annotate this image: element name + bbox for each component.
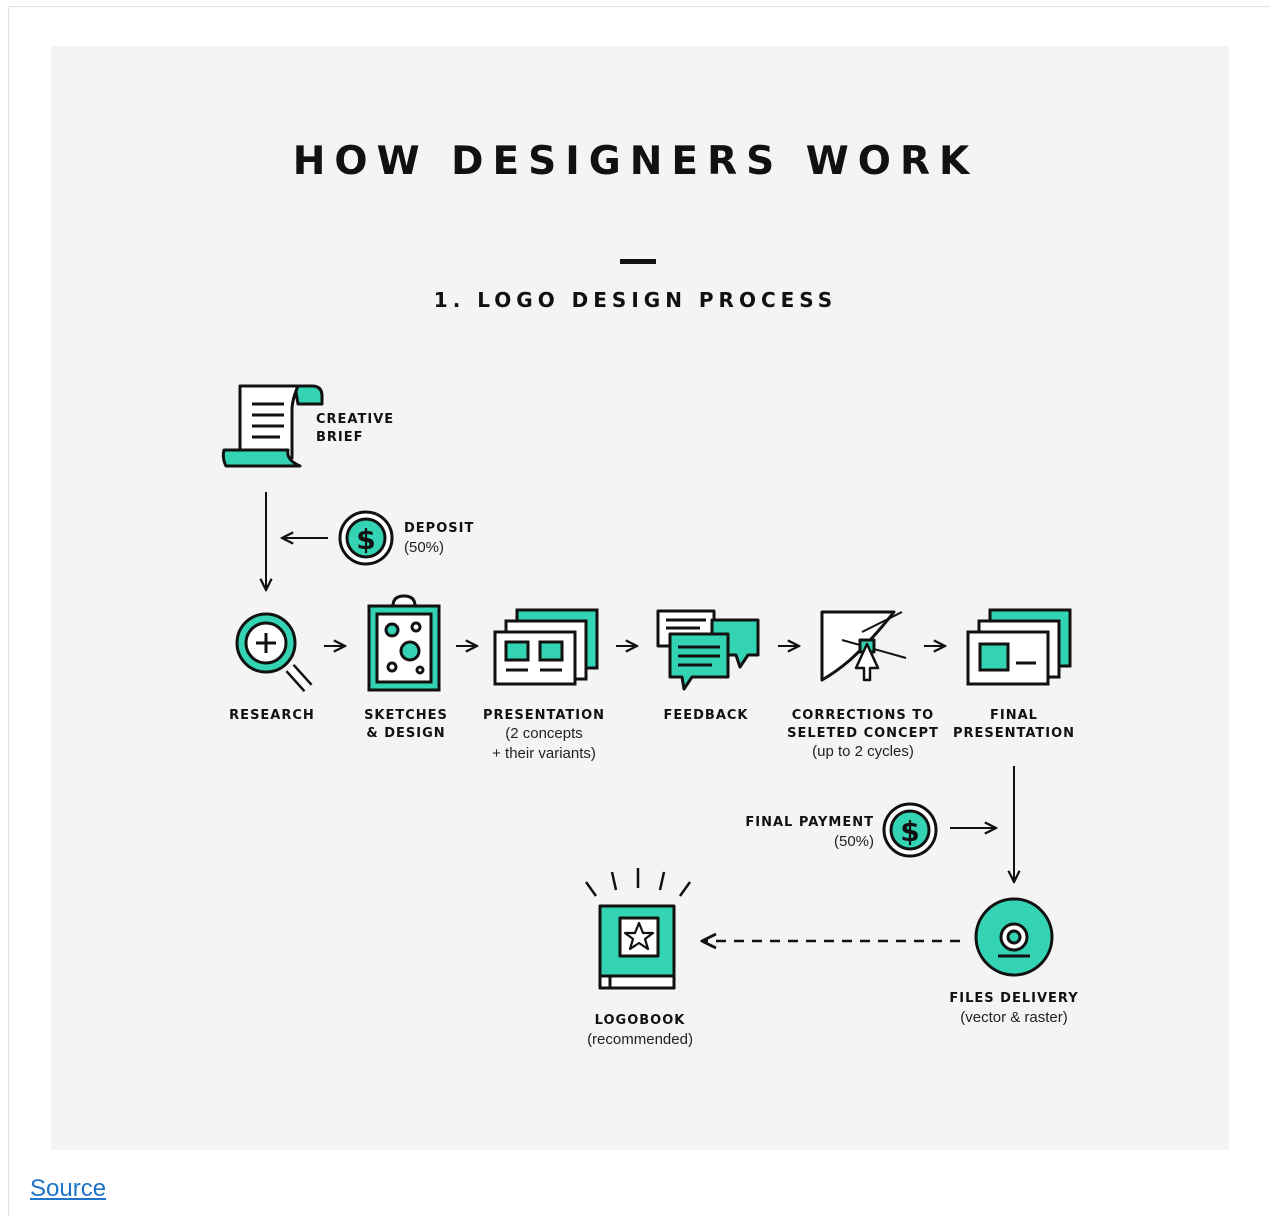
source-link[interactable]: Source xyxy=(30,1175,107,1202)
star-book-icon xyxy=(584,868,692,990)
files-delivery-note: (vector & raster) xyxy=(960,1009,1068,1026)
infographic-title: HOW DESIGNERS WORK xyxy=(292,139,979,184)
final-payment-coin-icon: $ xyxy=(882,802,938,858)
deposit-note: (50%) xyxy=(404,539,445,556)
corrections-note: (up to 2 cycles) xyxy=(812,743,914,760)
final-presentation-label-line1: FINAL xyxy=(990,708,1038,723)
sketches-label: SKETCHES & DESIGN xyxy=(352,707,460,743)
svg-text:$: $ xyxy=(900,815,919,848)
creative-brief-label: CREATIVE BRIEF xyxy=(316,411,394,447)
title-divider xyxy=(620,259,656,264)
presentation-note: (2 concepts + their variants) xyxy=(474,724,614,764)
corrections-label-line2: SELETED CONCEPT xyxy=(787,726,939,741)
corrections-label-line1: CORRECTIONS TO xyxy=(791,708,935,723)
disc-icon xyxy=(974,897,1054,977)
final-presentation-label: FINAL PRESENTATION xyxy=(944,707,1084,743)
stacked-slides-icon xyxy=(493,608,599,686)
scroll-document-icon xyxy=(221,384,324,468)
infographic-subtitle: 1. LOGO DESIGN PROCESS xyxy=(433,288,838,312)
feedback-label: FEEDBACK xyxy=(663,708,749,723)
presentation-note-line1: (2 concepts xyxy=(505,725,583,742)
svg-text:$: $ xyxy=(356,523,375,556)
creative-brief-label-line1: CREATIVE xyxy=(316,412,395,427)
magnifier-plus-icon xyxy=(235,612,313,693)
deposit-coin-icon: $ xyxy=(338,510,394,566)
files-delivery-label: FILES DELIVERY xyxy=(949,991,1079,1006)
logobook-note: (recommended) xyxy=(587,1031,693,1048)
speech-bubbles-icon xyxy=(656,609,760,691)
final-payment-label: FINAL PAYMENT xyxy=(745,815,874,830)
final-payment-note: (50%) xyxy=(833,833,874,850)
creative-brief-label-line2: BRIEF xyxy=(316,430,364,445)
logobook-label: LOGOBOOK xyxy=(594,1013,686,1028)
final-presentation-label-line2: PRESENTATION xyxy=(952,726,1076,741)
pen-tool-icon xyxy=(820,610,907,682)
presentation-label: PRESENTATION xyxy=(482,708,606,723)
final-slides-icon xyxy=(966,608,1072,686)
presentation-note-line2: + their variants) xyxy=(492,745,596,762)
corrections-label: CORRECTIONS TO SELETED CONCEPT xyxy=(782,707,944,743)
sketches-label-line1: SKETCHES xyxy=(364,708,448,723)
sketches-label-line2: & DESIGN xyxy=(366,726,446,741)
content-frame xyxy=(8,6,1270,1216)
research-label: RESEARCH xyxy=(229,708,315,723)
clipboard-sketch-icon xyxy=(367,594,441,692)
deposit-label: DEPOSIT xyxy=(404,521,475,536)
